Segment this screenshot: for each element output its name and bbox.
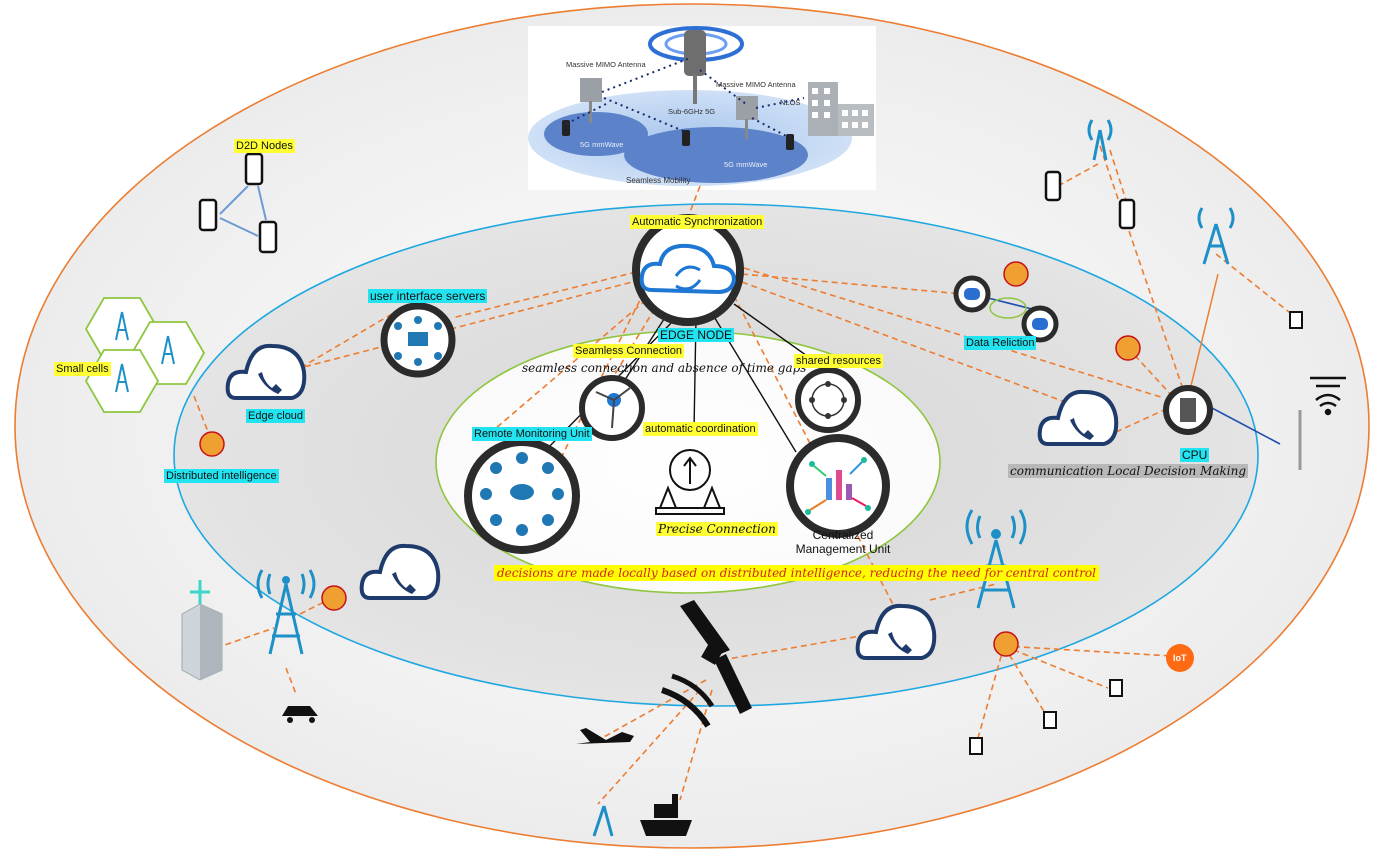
inset-massive-mimo-left: Massive MIMO Antenna [566, 60, 646, 69]
5g-coverage-inset [528, 26, 876, 190]
iot-icon [1166, 644, 1194, 672]
inset-massive-mimo-right: Massive MIMO Antenna [716, 80, 796, 89]
satellite-icon [660, 600, 752, 728]
remote-monitoring-icon [464, 438, 580, 554]
automatic-synchronization-label: Automatic Synchronization [630, 215, 765, 229]
cpu-icon [1163, 385, 1213, 435]
precise-connection-label: Precise Connection [656, 522, 778, 536]
centralized-management-icon [786, 434, 890, 538]
drone-wifi-icon [1298, 376, 1346, 470]
edge-cloud-label: Edge cloud [246, 409, 306, 423]
cell-towers [256, 119, 1235, 837]
shared-resources-label: shared resources [794, 354, 883, 368]
seamless-connection-label: Seamless Connection [573, 344, 685, 358]
distributed-intelligence-label: Distributed intelligence [164, 469, 279, 483]
terminal-devices [969, 311, 1303, 755]
cpu-label: CPU [1180, 448, 1210, 462]
shared-resources-icon [795, 367, 861, 433]
user-interface-servers-label: user interface servers [368, 289, 488, 303]
local-decision-making-label: communication Local Decision Making [1008, 464, 1249, 478]
edge-node-icon [632, 214, 744, 326]
data-reliction-label: Data Reliction [964, 336, 1037, 350]
iot-label: IoT [1173, 653, 1187, 663]
inset-seamless-mobility: Seamless Mobility [626, 176, 691, 185]
edge-node-label: EDGE NODE [658, 328, 735, 342]
automatic-coordination-icon [655, 449, 725, 515]
building-icon [181, 580, 223, 681]
small-cells-label: Small cells [54, 362, 111, 376]
phone-clouds [225, 343, 1119, 660]
d2d-nodes-label: D2D Nodes [234, 139, 295, 153]
decisions-banner: decisions are made locally based on dist… [494, 565, 1099, 581]
data-reliction-icon [953, 275, 1059, 343]
centralized-management-label: Centralized Management Unit [795, 528, 891, 556]
inset-nlos: NLOS [780, 98, 801, 107]
inset-mmwave-left: 5G mmWave [580, 140, 624, 149]
user-interface-servers-icon [380, 302, 456, 378]
inset-sub6: Sub-6GHz 5G [668, 107, 716, 116]
d2d-phones [198, 152, 1136, 254]
car-icon [282, 706, 318, 723]
remote-monitoring-label: Remote Monitoring Unit [472, 427, 592, 441]
distributed-intelligence-nodes [199, 261, 1141, 657]
transport-icons [576, 728, 692, 836]
seamless-connection-icon [579, 375, 645, 441]
seamless-note: seamless connection and absence of time … [522, 361, 807, 375]
automatic-coordination-label: automatic coordination [643, 422, 758, 436]
inset-mmwave-right: 5G mmWave [724, 160, 768, 169]
